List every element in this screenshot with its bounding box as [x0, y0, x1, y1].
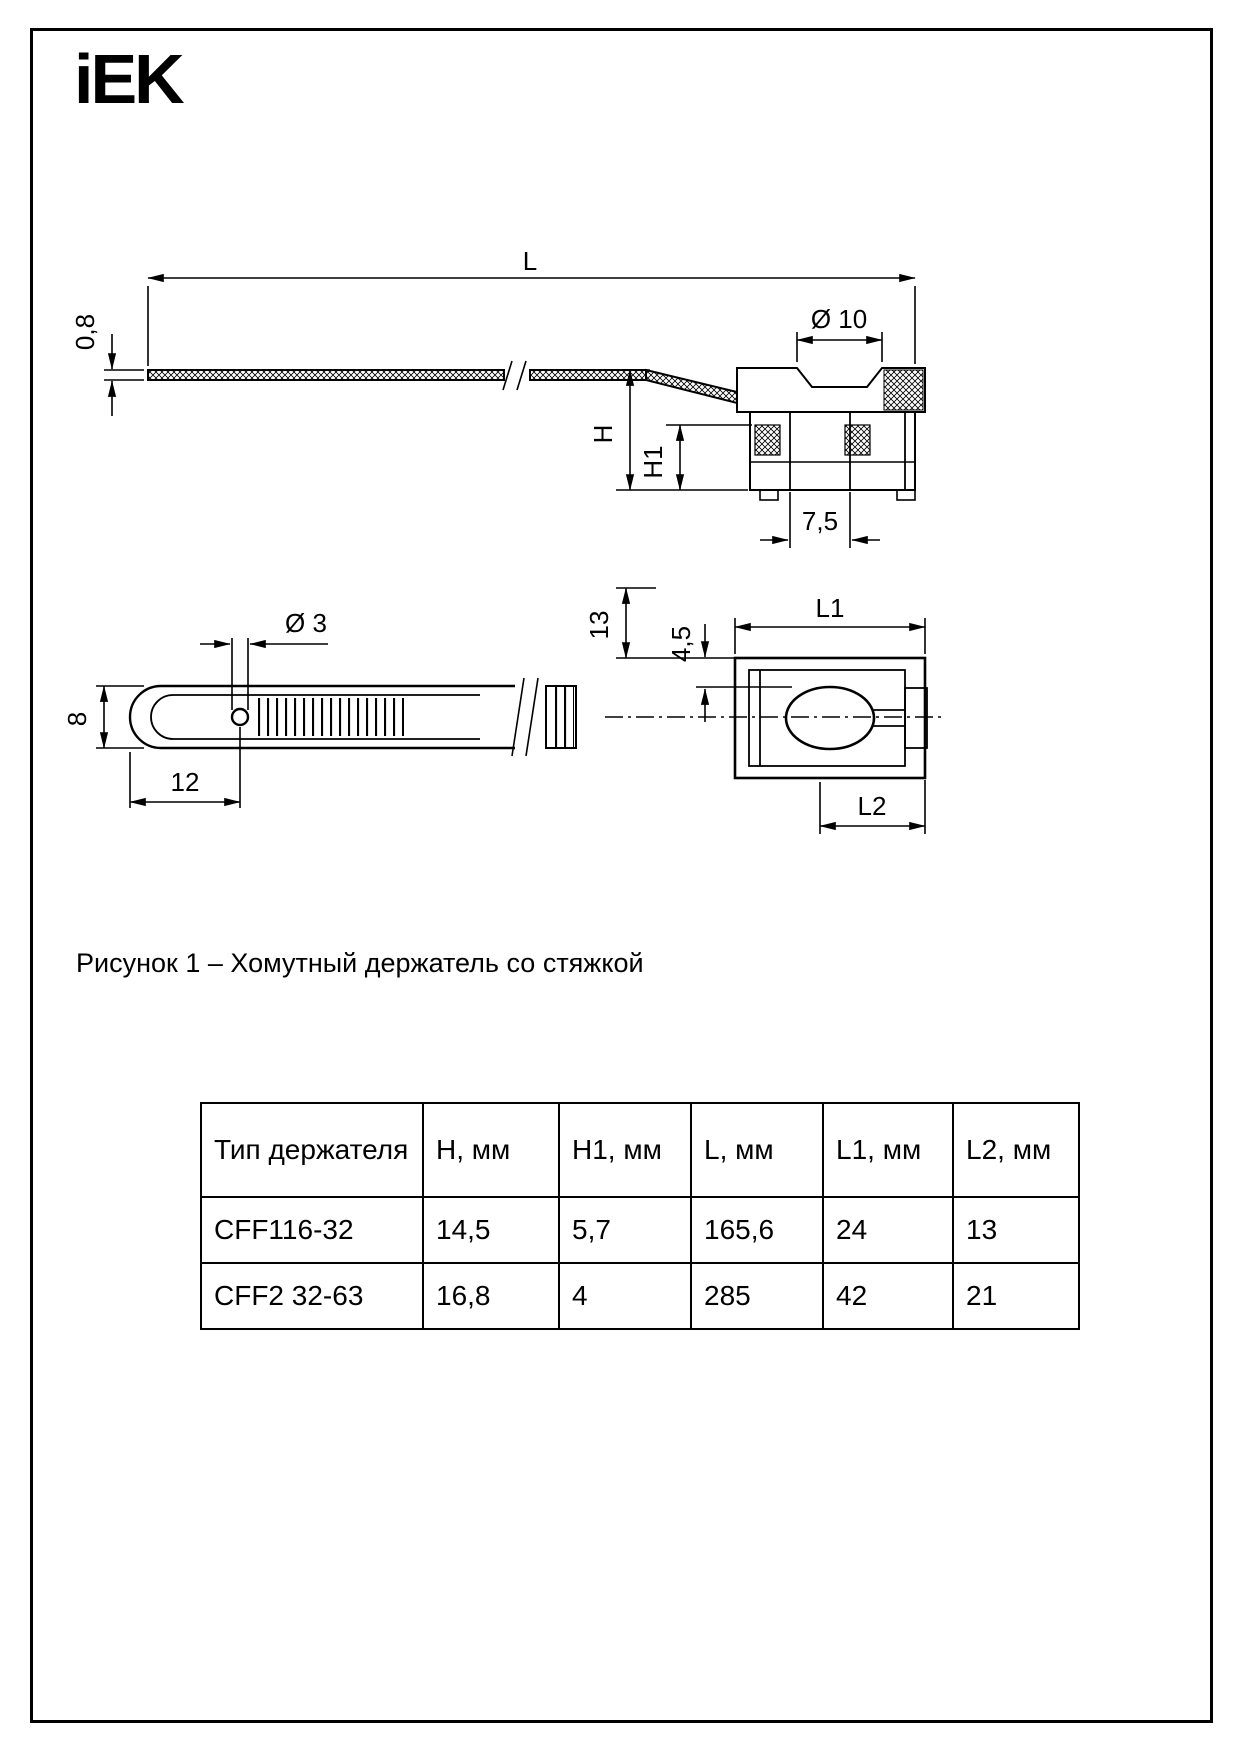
- cell-L2: 21: [952, 1262, 1080, 1330]
- side-view-drawing: [147, 360, 926, 501]
- strap-top-inner-contour: [150, 694, 480, 740]
- holder-foot: [896, 489, 916, 501]
- top-view-dimension-labels: Ø 3 8 12 13 4,5 L1 L2: [62, 593, 886, 821]
- holder-foot: [759, 489, 779, 501]
- holder-top-outline: [733, 656, 927, 780]
- table-header-H1: H1, мм: [558, 1102, 692, 1198]
- cell-H1: 4: [558, 1262, 692, 1330]
- spec-table: Тип держателя H, мм H1, мм L, мм L1, мм …: [200, 1102, 1080, 1330]
- strap-ladder-slots: [256, 698, 404, 736]
- top-view-dimension-lines: [96, 587, 926, 834]
- dim-label-H1: H1: [638, 445, 668, 478]
- table-header-L2: L2, мм: [952, 1102, 1080, 1198]
- technical-drawing: L 0,8 Ø 10 H H1 7,5: [62, 246, 942, 834]
- table-header-type: Тип держателя: [200, 1102, 424, 1198]
- strap-break-line: [525, 677, 539, 757]
- strap-mount-hole: [230, 707, 250, 727]
- cell-H1: 5,7: [558, 1196, 692, 1264]
- strap-side-segment-1: [147, 369, 505, 381]
- strap-break-line: [516, 360, 527, 391]
- cell-H: 14,5: [422, 1196, 560, 1264]
- dim-label-offset-12: 12: [171, 767, 200, 797]
- holder-upper-body: [736, 367, 926, 413]
- flange-section-hatch: [754, 424, 781, 456]
- dim-label-H: H: [588, 425, 618, 444]
- strap-entry-ramp: [645, 368, 738, 405]
- cell-L: 165,6: [690, 1196, 824, 1264]
- table-row: CFF2 32-63 16,8 4 285 42 21: [200, 1262, 1080, 1330]
- dim-label-L1: L1: [816, 593, 845, 623]
- table-header-H: H, мм: [422, 1102, 560, 1198]
- cell-L1: 42: [822, 1262, 954, 1330]
- top-view-drawing: [128, 656, 942, 780]
- strap-top-outline: [128, 684, 515, 750]
- cell-L2: 13: [952, 1196, 1080, 1264]
- dim-label-45: 4,5: [666, 626, 696, 662]
- strap-break-line: [511, 677, 525, 757]
- dim-label-L: L: [523, 246, 537, 276]
- dim-label-hole-3: Ø 3: [285, 608, 327, 638]
- dim-label-thickness: 0,8: [70, 314, 100, 350]
- cell-type: CFF116-32: [200, 1196, 424, 1264]
- side-view-dimension-labels: L 0,8 Ø 10 H H1 7,5: [70, 246, 867, 536]
- page-border: [30, 28, 1213, 1723]
- table-header-L1: L1, мм: [822, 1102, 954, 1198]
- dim-label-width-8: 8: [62, 712, 92, 726]
- cell-type: CFF2 32-63: [200, 1262, 424, 1330]
- iek-logo: iEK: [74, 40, 185, 118]
- holder-tie-slot-tab: [904, 687, 928, 749]
- cell-L: 285: [690, 1262, 824, 1330]
- cell-H: 16,8: [422, 1262, 560, 1330]
- table-header-L: L, мм: [690, 1102, 824, 1198]
- dim-label-13: 13: [584, 611, 614, 640]
- dim-label-hole-10: Ø 10: [811, 304, 867, 334]
- strap-side-segment-2: [529, 369, 647, 381]
- cell-L1: 24: [822, 1196, 954, 1264]
- flange-section-hatch: [844, 424, 871, 456]
- table-row: CFF116-32 14,5 5,7 165,6 24 13: [200, 1196, 1080, 1264]
- dim-label-base-75: 7,5: [802, 506, 838, 536]
- figure-caption: Рисунок 1 – Хомутный держатель со стяжко…: [76, 948, 644, 978]
- table-header-row: Тип держателя H, мм H1, мм L, мм L1, мм …: [200, 1102, 1080, 1198]
- holder-tie-lock-section: [883, 369, 924, 411]
- dim-label-L2: L2: [858, 791, 887, 821]
- strap-break-line: [502, 360, 513, 391]
- strap-fragment-teeth: [550, 686, 574, 748]
- holder-oval-opening: [784, 685, 876, 751]
- side-view-dimension-lines: [104, 273, 916, 548]
